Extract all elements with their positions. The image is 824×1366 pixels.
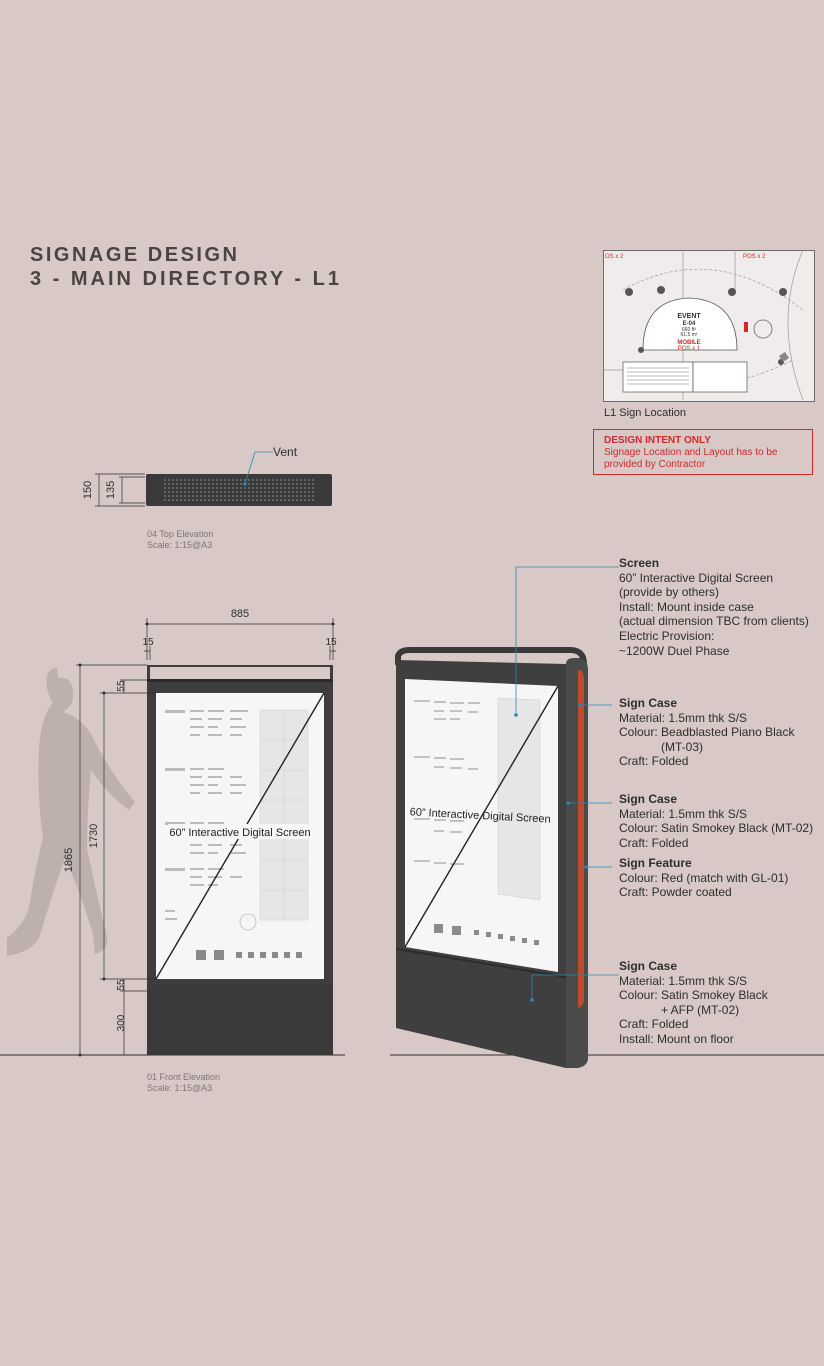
- map-label-event-code: E-04: [683, 321, 696, 327]
- callout-case3-craft: Craft: Folded: [619, 1017, 689, 1032]
- callout-sign-case-3: Sign Case Material: 1.5mm thk S/S Colour…: [619, 959, 768, 1047]
- front-elevation-caption-title: 01 Front Elevation: [147, 1072, 221, 1082]
- dim-front-total-height: 1865: [63, 848, 75, 872]
- callout-case1-craft: Craft: Folded: [619, 754, 689, 769]
- dim-front-side-left: 15: [142, 637, 154, 648]
- callout-sign-case-2: Sign Case Material: 1.5mm thk S/S Colour…: [619, 792, 813, 850]
- map-label-pos-right: POS x 2: [743, 254, 766, 260]
- design-intent-notice: DESIGN INTENT ONLY Signage Location and …: [593, 429, 813, 475]
- callout-feature-colour: Colour: Red (match with GL-01): [619, 870, 789, 885]
- callout-case1-code: (MT-03): [661, 739, 703, 754]
- callout-screen-line-1: 60” Interactive Digital Screen: [619, 570, 774, 585]
- map-label-event-area2: 61.5 m²: [681, 332, 698, 338]
- callout-case3-finish: + AFP (MT-02): [661, 1002, 740, 1017]
- front-elevation-caption: 01 Front Elevation Scale: 1:15@A3: [147, 1072, 220, 1094]
- callout-screen-line-2: (provide by others): [619, 585, 720, 600]
- callout-screen-line-3: Install: Mount inside case: [619, 599, 754, 614]
- dim-front-bottom-band: 55: [116, 979, 127, 991]
- callout-sign-feature: Sign Feature Colour: Red (match with GL-…: [619, 856, 788, 900]
- top-elevation-caption-title: 04 Top Elevation: [147, 529, 214, 539]
- location-map-caption: L1 Sign Location: [604, 407, 686, 419]
- callout-case3-install: Install: Mount on floor: [619, 1031, 734, 1046]
- dim-top-outer: 150: [82, 481, 94, 499]
- callout-screen-line-4: (actual dimension TBC from clients): [619, 614, 809, 629]
- notice-heading: DESIGN INTENT ONLY: [604, 435, 711, 446]
- callout-case1-material: Material: 1.5mm thk S/S: [619, 710, 748, 725]
- dim-top-inner: 135: [105, 481, 117, 499]
- top-elevation-caption: 04 Top Elevation Scale: 1:15@A3: [147, 529, 213, 551]
- page-title: SIGNAGE DESIGN: [30, 244, 240, 266]
- dim-front-side-right: 15: [325, 637, 337, 648]
- callout-screen-line-6: ~1200W Duel Phase: [619, 643, 730, 658]
- page-subtitle: 3 - MAIN DIRECTORY - L1: [30, 268, 342, 290]
- top-elevation-drawing: Vent 150 135: [82, 445, 332, 507]
- callout-case1-colour: Colour: Beadblasted Piano Black: [619, 725, 795, 740]
- map-label-event-area1: 660 ft²: [682, 327, 697, 333]
- map-label-pos-mobile: POS x 1: [678, 346, 701, 352]
- callout-case2-colour: Colour: Satin Smokey Black (MT-02): [619, 821, 814, 836]
- callout-feature-craft: Craft: Powder coated: [619, 885, 732, 900]
- notice-body: Signage Location and Layout has to be pr…: [604, 447, 778, 470]
- callout-case2-title: Sign Case: [619, 792, 678, 806]
- callout-case1-title: Sign Case: [619, 696, 678, 710]
- dim-front-top-band: 55: [116, 680, 127, 692]
- top-elevation-caption-scale: Scale: 1:15@A3: [147, 540, 213, 550]
- map-label-pos-left: OS x 2: [605, 254, 624, 260]
- map-label-mobile: MOBILE: [677, 340, 700, 346]
- dim-front-width: 885: [231, 608, 249, 620]
- callout-case3-colour: Colour: Satin Smokey Black: [619, 988, 768, 1003]
- callout-sign-case-1: Sign Case Material: 1.5mm thk S/S Colour…: [619, 696, 794, 769]
- callout-feature-title: Sign Feature: [619, 856, 692, 870]
- map-label-event: EVENT: [677, 313, 701, 320]
- callout-screen: Screen 60” Interactive Digital Screen (p…: [619, 556, 809, 658]
- callout-screen-title: Screen: [619, 556, 660, 570]
- callout-case3-title: Sign Case: [619, 959, 678, 973]
- location-map: OS x 2 POS x 2 EVENT E-04 660 ft² 61.5 m…: [603, 250, 815, 402]
- human-silhouette: [7, 668, 135, 956]
- front-screen-label: 60” Interactive Digital Screen: [169, 827, 310, 839]
- vent-label: Vent: [273, 445, 298, 459]
- front-elevation-drawing: 60” Interactive Digital Screen 885 15 15…: [0, 608, 345, 1057]
- front-elevation-caption-scale: Scale: 1:15@A3: [147, 1083, 213, 1093]
- callout-screen-line-5: Electric Provision:: [619, 628, 715, 643]
- perspective-drawing: 60” Interactive Digital Screen: [390, 566, 824, 1068]
- dim-front-screen-height: 1730: [88, 824, 100, 848]
- callout-case3-material: Material: 1.5mm thk S/S: [619, 973, 748, 988]
- callout-case2-material: Material: 1.5mm thk S/S: [619, 806, 748, 821]
- dim-front-base: 300: [116, 1014, 127, 1031]
- callout-case2-craft: Craft: Folded: [619, 835, 689, 850]
